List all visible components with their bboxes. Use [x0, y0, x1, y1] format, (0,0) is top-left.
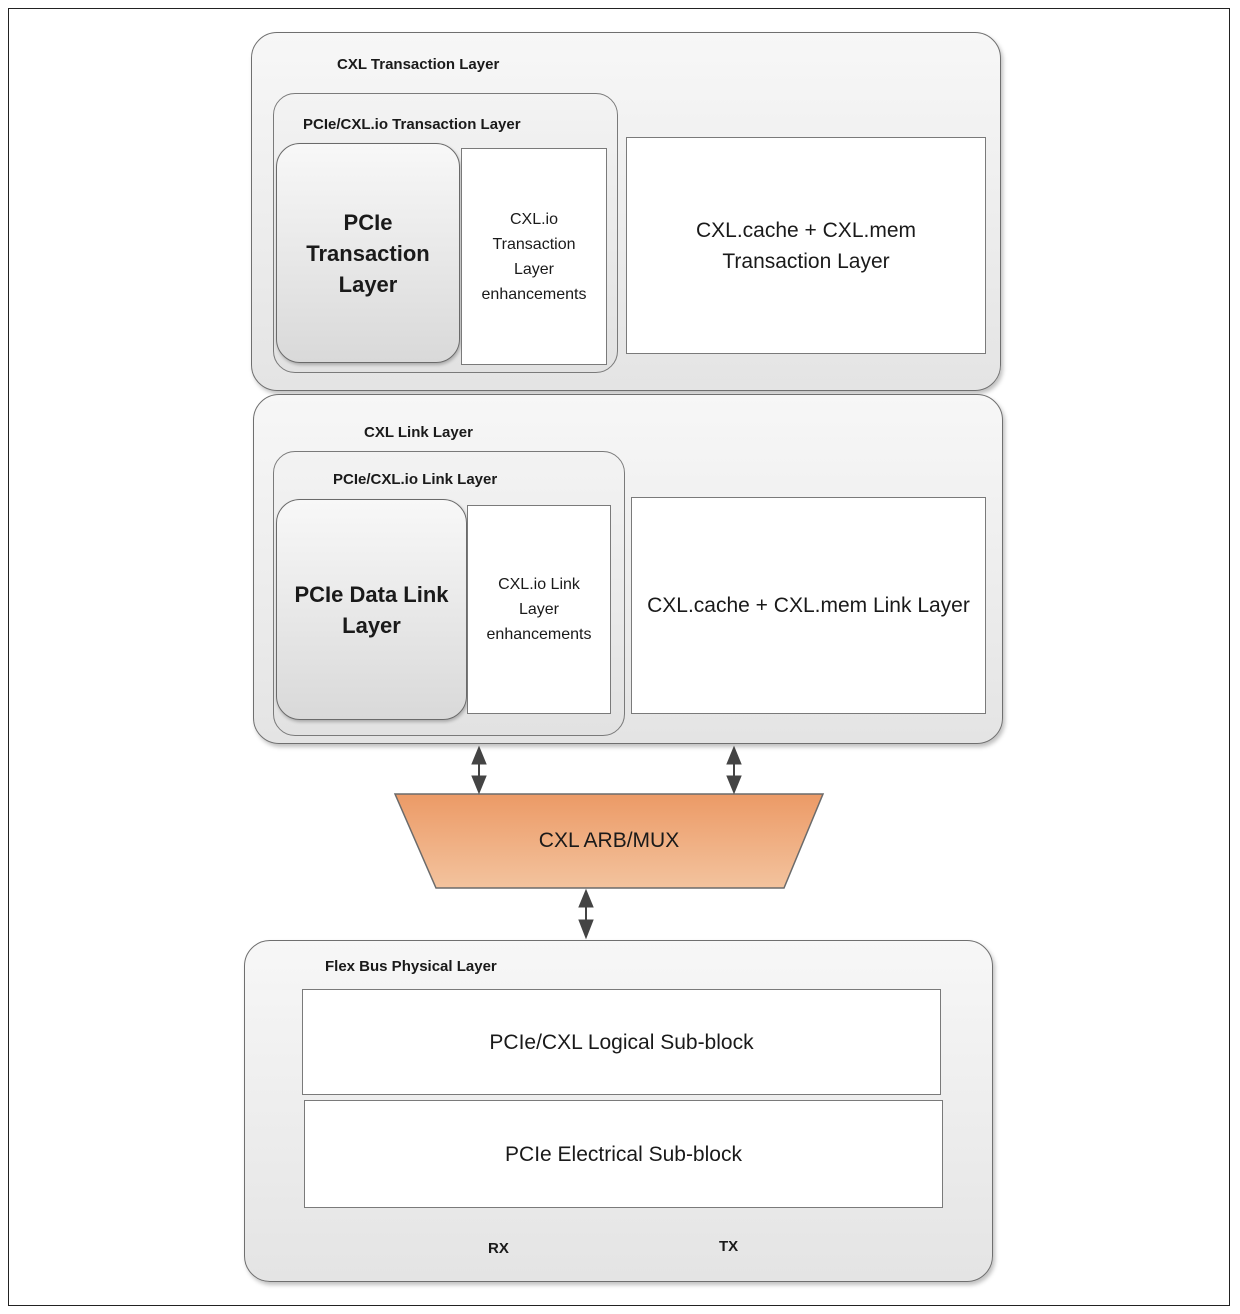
cxl-link-layer-title: CXL Link Layer — [364, 424, 473, 441]
pcie-transaction-layer-label: PCIe Transaction Layer — [306, 209, 430, 297]
arrow-mux-to-phy — [578, 888, 594, 940]
figure-frame — [8, 8, 1230, 1306]
electrical-sub-block: PCIe Electrical Sub-block — [304, 1100, 943, 1208]
arbmux-label-container: CXL ARB/MUX — [395, 794, 823, 888]
pcie-cxlio-transaction-layer-title: PCIe/CXL.io Transaction Layer — [303, 116, 521, 133]
arbmux-label: CXL ARB/MUX — [538, 829, 680, 852]
pcie-data-link-layer-block: PCIe Data Link Layer — [276, 499, 467, 720]
logical-sub-block: PCIe/CXL Logical Sub-block — [302, 989, 941, 1095]
cache-mem-link-block: CXL.cache + CXL.mem Link Layer — [631, 497, 986, 714]
cache-mem-transaction-label: CXL.cache + CXL.mem Transaction Layer — [695, 218, 916, 273]
arrow-link-cachemem-to-mux — [726, 745, 742, 795]
pcie-transaction-layer-block: PCIe Transaction Layer — [276, 143, 460, 363]
cxlio-transaction-enhancements-block: CXL.io Transaction Layer enhancements — [461, 148, 607, 365]
pcie-data-link-layer-label: PCIe Data Link Layer — [294, 581, 449, 638]
cxlio-link-enhancements-label: CXL.io Link Layer enhancements — [486, 576, 592, 643]
logical-sub-block-label: PCIe/CXL Logical Sub-block — [489, 1030, 754, 1054]
tx-label: TX — [719, 1238, 739, 1255]
cxlio-link-enhancements-block: CXL.io Link Layer enhancements — [467, 505, 611, 714]
flex-bus-physical-layer-title: Flex Bus Physical Layer — [325, 958, 497, 975]
pcie-cxlio-link-layer-title: PCIe/CXL.io Link Layer — [333, 471, 498, 488]
cache-mem-link-label: CXL.cache + CXL.mem Link Layer — [647, 594, 970, 617]
rx-label: RX — [488, 1240, 509, 1257]
cache-mem-transaction-block: CXL.cache + CXL.mem Transaction Layer — [626, 137, 986, 354]
arbmux-trapezoid — [393, 793, 825, 889]
electrical-sub-block-label: PCIe Electrical Sub-block — [505, 1142, 742, 1166]
cxl-transaction-layer-title: CXL Transaction Layer — [337, 56, 500, 73]
cxlio-transaction-enhancements-label: CXL.io Transaction Layer enhancements — [481, 210, 587, 303]
arrow-link-io-to-mux — [471, 745, 487, 795]
